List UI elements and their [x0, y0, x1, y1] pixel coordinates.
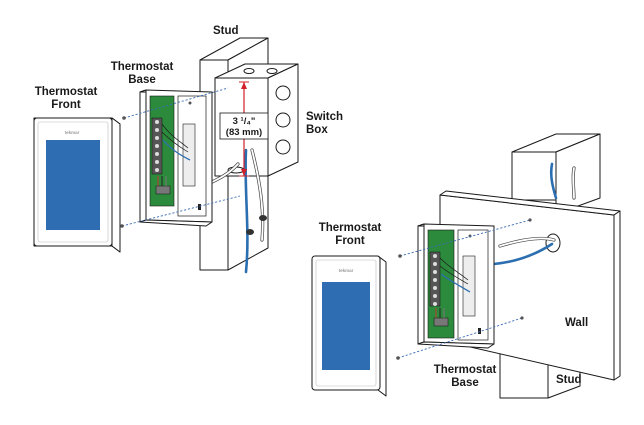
label-wall: Wall: [565, 317, 588, 329]
thermostat-front-top: tekmar: [33, 117, 121, 253]
wires-bottom-upper: [549, 162, 576, 200]
wires-bottom: [492, 236, 556, 266]
screw-guides-top: [120, 87, 241, 228]
thermostat-base-bottom: [417, 223, 495, 349]
brand-logo-bottom: tekmar: [339, 268, 354, 273]
label-stud-top: Stud: [213, 25, 239, 37]
brand-logo-top: tekmar: [65, 130, 80, 135]
display-screen-top: [46, 140, 100, 230]
label-stud-bottom: Stud: [556, 374, 582, 386]
terminal-block-top: [151, 117, 163, 175]
display-screen-bottom: [322, 282, 370, 370]
screw-guides-bottom: [396, 218, 532, 360]
dimension-marker: 3 ¹/₄"(83 mm): [219, 81, 269, 177]
wires-top: [206, 148, 267, 274]
thermostat-front-bottom: tekmar: [311, 255, 387, 397]
terminal-block-bottom: [429, 251, 441, 307]
switch-box: [214, 63, 299, 177]
dimension-label: 3 ¹/₄"(83 mm): [226, 116, 262, 138]
thermostat-base-top: [139, 89, 213, 227]
